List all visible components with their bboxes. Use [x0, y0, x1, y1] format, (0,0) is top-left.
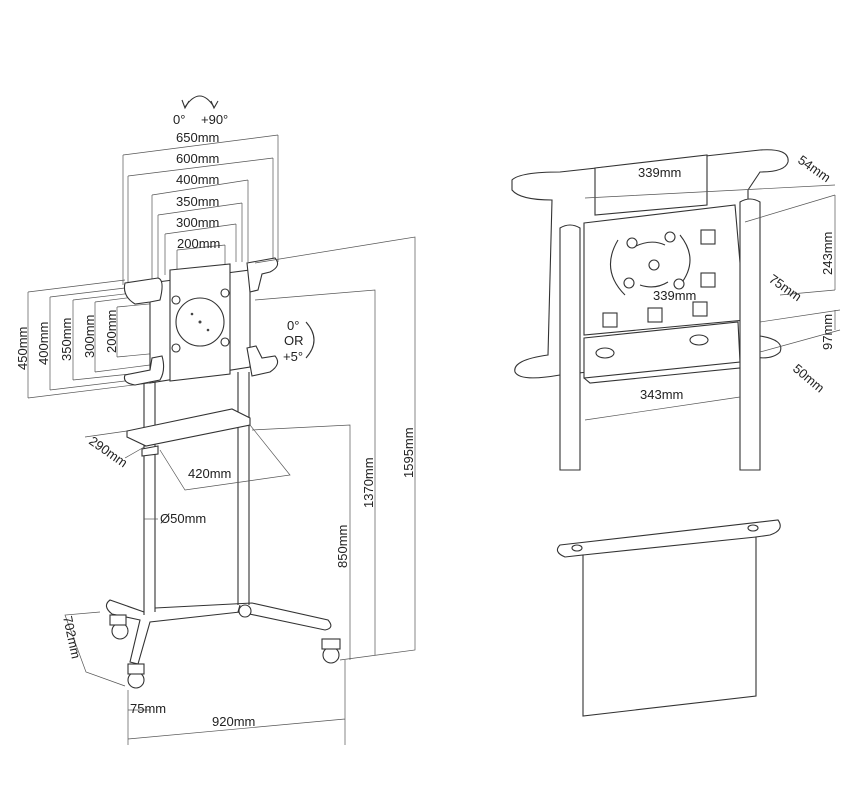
vesa-height-450: 450mm	[15, 327, 30, 370]
pole-diameter-label: Ø50mm	[160, 511, 206, 526]
rotation-arrow-icon	[181, 95, 219, 110]
base-dimension-lines	[64, 611, 346, 745]
horizontal-dimension-lines	[122, 134, 279, 285]
tilt-to-label: +5°	[283, 349, 303, 364]
rotation-from-label: 0°	[173, 112, 185, 127]
bottom-width-label: 343mm	[640, 387, 683, 402]
mounting-plate	[123, 257, 279, 386]
vesa-width-400: 400mm	[176, 172, 219, 187]
vesa-height-350: 350mm	[59, 318, 74, 361]
height-dimension-lines	[251, 236, 416, 661]
vesa-width-650: 650mm	[176, 130, 219, 145]
vesa-width-200: 200mm	[177, 236, 220, 251]
vesa-width-350: 350mm	[176, 194, 219, 209]
rotation-to-label: +90°	[201, 112, 228, 127]
vesa-width-300: 300mm	[176, 215, 219, 230]
wheels	[109, 604, 341, 689]
total-height-label: 1595mm	[401, 427, 416, 478]
poles	[143, 372, 250, 615]
tilt-from-label: 0°	[287, 318, 299, 333]
lower-depth-label: 50mm	[790, 361, 827, 396]
top-width-label: 339mm	[638, 165, 681, 180]
offset-label: 75mm	[766, 271, 804, 304]
shelf-panel	[556, 519, 781, 717]
base-depth-label: 702mm	[60, 615, 84, 661]
vesa-height-400: 400mm	[36, 322, 51, 365]
shelf-depth-label: 290mm	[86, 433, 130, 470]
vesa-height-200: 200mm	[104, 310, 119, 353]
vesa-width-600: 600mm	[176, 151, 219, 166]
wheel-size-label: 75mm	[130, 701, 166, 716]
lower-height-label: 97mm	[820, 314, 835, 350]
center-height-label: 1370mm	[361, 457, 376, 508]
base-width-label: 920mm	[212, 714, 255, 729]
bracket-depth-label: 54mm	[795, 152, 833, 185]
bracket-detail	[511, 149, 841, 471]
mid-width-label: 339mm	[653, 288, 696, 303]
vesa-height-300: 300mm	[82, 315, 97, 358]
tilt-or-label: OR	[284, 333, 304, 348]
base	[105, 599, 332, 665]
shelf-height-label: 850mm	[335, 525, 350, 568]
tilt-arrow-icon	[305, 321, 315, 359]
shelf-width-label: 420mm	[188, 466, 231, 481]
shelf	[84, 408, 291, 491]
plate-height-label: 243mm	[820, 232, 835, 275]
